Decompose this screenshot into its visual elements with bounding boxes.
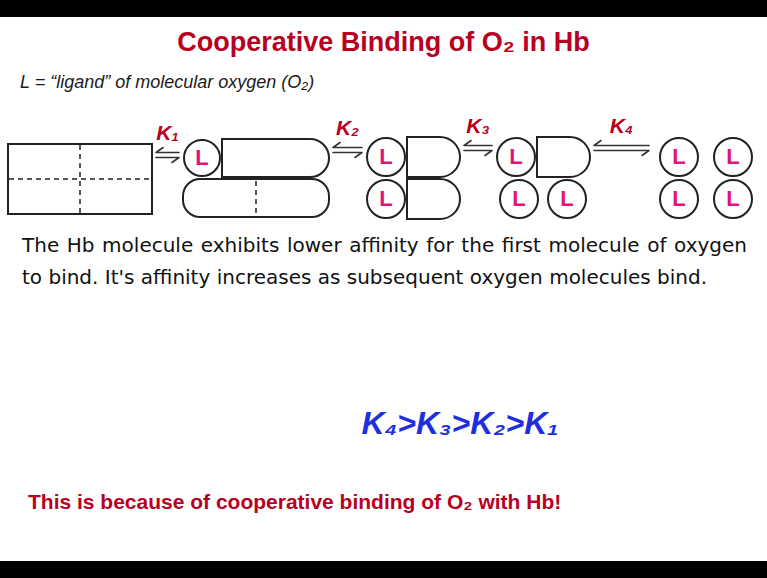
- conclusion-note: This is because of cooperative binding o…: [28, 490, 748, 514]
- hemoglobin-tetramer: LL: [365, 136, 461, 220]
- inequality-formula: K₄>K₃>K₂>K₁: [290, 405, 630, 442]
- ligand-letter: L: [509, 145, 522, 169]
- relaxed-subunit: [537, 137, 590, 177]
- bound-subunit: L: [659, 137, 699, 177]
- equilibrium-constant: K₄: [610, 114, 634, 138]
- hemoglobin-outline: [7, 143, 153, 215]
- bottom-bar: [0, 561, 767, 578]
- relaxed-subunit: [407, 179, 460, 219]
- hemoglobin-tetramer: LLLL: [652, 136, 760, 220]
- body-paragraph: The Hb molecule exhibits lower affinity …: [22, 229, 747, 293]
- equilibrium-arrow: [333, 143, 362, 158]
- equilibrium-arrow: [464, 141, 492, 156]
- equilibrium-arrow: [594, 141, 649, 156]
- harpoon-line: [156, 148, 179, 153]
- harpoon-line: [333, 143, 362, 148]
- bound-subunit: L: [366, 137, 406, 177]
- hemoglobin-tetramer: LLL: [495, 136, 591, 220]
- bound-subunit: L: [713, 179, 753, 219]
- harpoon-line: [594, 141, 649, 146]
- ligand-letter: L: [726, 187, 739, 211]
- bound-subunit: L: [659, 179, 699, 219]
- bound-subunit: L: [499, 179, 539, 219]
- subtitle-note: L = “ligand” of molecular oxygen (O₂): [20, 72, 640, 93]
- equilibrium-arrow: [156, 148, 179, 163]
- tense-subunits: [8, 144, 152, 214]
- ligand-letter: L: [195, 146, 208, 170]
- relaxed-subunit: [407, 137, 460, 177]
- equilibrium-constant: K₂: [336, 116, 359, 140]
- subunit-divider: [9, 178, 151, 180]
- bound-subunit: L: [713, 137, 753, 177]
- ligand-letter: L: [379, 145, 392, 169]
- bound-subunit: L: [183, 139, 221, 177]
- ligand-letter: L: [379, 187, 392, 211]
- slide-title: Cooperative Binding of O₂ in Hb: [0, 27, 767, 58]
- hemoglobin-tetramer: L: [182, 138, 330, 218]
- harpoon-line: [594, 151, 649, 156]
- harpoon-line: [156, 158, 179, 163]
- harpoon-line: [464, 141, 492, 146]
- top-bar: [0, 0, 767, 17]
- relaxed-subunit: [222, 139, 329, 177]
- harpoon-line: [464, 151, 492, 156]
- ligand-letter: L: [726, 145, 739, 169]
- ligand-letter: L: [560, 187, 573, 211]
- ligand-letter: L: [672, 187, 685, 211]
- unbound-subunits: [183, 179, 329, 217]
- bound-subunit: L: [366, 179, 406, 219]
- subunit-divider: [79, 145, 81, 213]
- hemoglobin-tetramer: [7, 143, 153, 215]
- bound-subunit: L: [547, 179, 587, 219]
- subunit-divider: [255, 181, 257, 215]
- equilibrium-constant: K₃: [466, 114, 489, 138]
- equilibrium-constant: K₁: [156, 121, 179, 145]
- harpoon-line: [333, 153, 362, 158]
- ligand-letter: L: [512, 187, 525, 211]
- ligand-letter: L: [672, 145, 685, 169]
- bound-subunit: L: [496, 137, 536, 177]
